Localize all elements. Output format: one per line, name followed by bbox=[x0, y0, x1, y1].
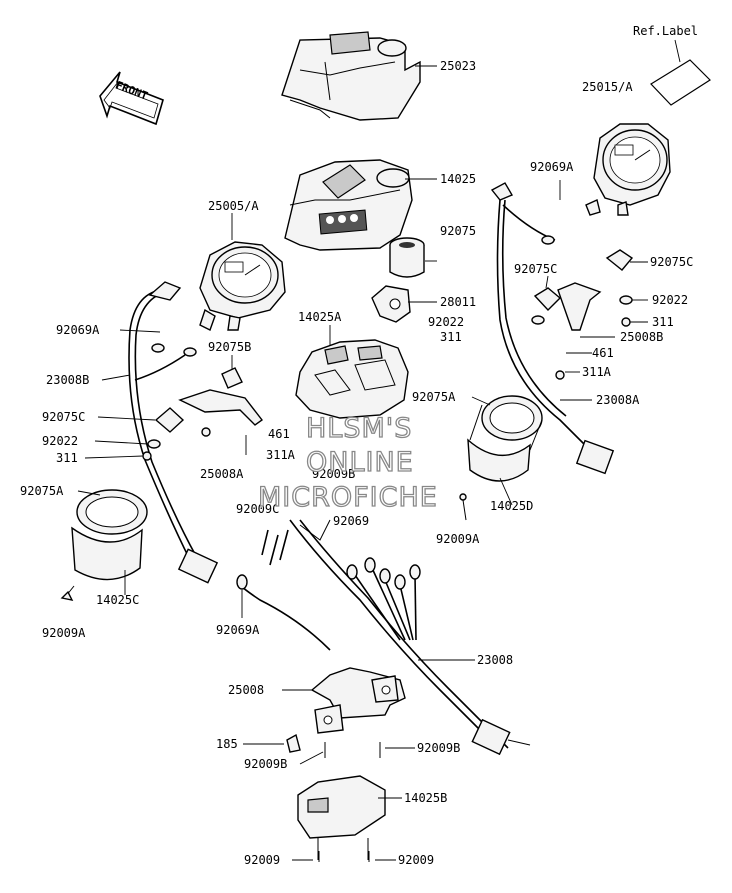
label-14025: 14025 bbox=[440, 172, 476, 186]
label-311a-left: 311A bbox=[266, 448, 296, 462]
meter-25005a bbox=[199, 241, 286, 331]
label-92009b-top: 92009B bbox=[312, 467, 355, 481]
screws bbox=[60, 493, 467, 862]
bracket-25008a bbox=[142, 367, 263, 461]
label-311a-right: 311A bbox=[582, 365, 612, 379]
cover-14025b bbox=[297, 775, 386, 860]
label-92022-mid: 92022 bbox=[428, 315, 464, 329]
watermark-line-2: ONLINE bbox=[306, 447, 414, 478]
label-311-left: 311 bbox=[56, 451, 78, 465]
front-arrow: FRONT bbox=[99, 71, 164, 126]
label-185: 185 bbox=[216, 737, 238, 751]
label-23008b: 23008B bbox=[46, 373, 89, 387]
label-92075c-mid: 92075C bbox=[514, 262, 557, 276]
cup-14025c bbox=[71, 489, 148, 581]
label-28011: 28011 bbox=[440, 295, 476, 309]
label-14025a: 14025A bbox=[298, 310, 342, 324]
label-92022-right: 92022 bbox=[652, 293, 688, 307]
bracket-25008 bbox=[286, 667, 406, 758]
label-25023: 25023 bbox=[440, 59, 476, 73]
meter-cover-upper bbox=[281, 31, 421, 121]
label-92069a-left: 92069A bbox=[56, 323, 100, 337]
label-92009-right: 92009 bbox=[398, 853, 434, 867]
meter-housing bbox=[284, 159, 413, 251]
label-92069a-bottom: 92069A bbox=[216, 623, 260, 637]
label-92075: 92075 bbox=[440, 224, 476, 238]
label-23008: 23008 bbox=[477, 653, 513, 667]
label-92009c: 92009C bbox=[236, 502, 279, 516]
label-92009a-left: 92009A bbox=[42, 626, 86, 640]
label-25008: 25008 bbox=[228, 683, 264, 697]
label-461-left: 461 bbox=[268, 427, 290, 441]
label-461-right: 461 bbox=[592, 346, 614, 360]
meter-25015a bbox=[585, 123, 671, 216]
watermark-line-1: HLSM'S bbox=[306, 413, 412, 444]
ref-label-part: Ref.Label bbox=[633, 24, 711, 106]
harness-23008 bbox=[236, 519, 531, 756]
label-92009a-right: 92009A bbox=[436, 532, 480, 546]
label-92075c-left: 92075C bbox=[42, 410, 85, 424]
ref-label-title: Ref.Label bbox=[633, 24, 698, 38]
label-14025d: 14025D bbox=[490, 499, 533, 513]
socket-28011 bbox=[371, 285, 411, 323]
leader-lines bbox=[77, 65, 648, 861]
label-92009b-right: 92009B bbox=[417, 741, 460, 755]
label-92075b: 92075B bbox=[208, 340, 251, 354]
label-311-right: 311 bbox=[652, 315, 674, 329]
label-92075a-left: 92075A bbox=[20, 484, 64, 498]
harness-23008a bbox=[490, 182, 615, 475]
label-92009-left: 92009 bbox=[244, 853, 280, 867]
grommet-92075 bbox=[389, 237, 425, 278]
label-25008b: 25008B bbox=[620, 330, 663, 344]
label-23008a: 23008A bbox=[596, 393, 640, 407]
label-92009b-left: 92009B bbox=[244, 757, 287, 771]
cup-14025d bbox=[467, 395, 543, 482]
harness-23008b bbox=[128, 281, 219, 584]
meter-bracket-14025a bbox=[295, 339, 409, 419]
label-92075c-right: 92075C bbox=[650, 255, 693, 269]
label-92069a-top: 92069A bbox=[530, 160, 574, 174]
label-92022-left: 92022 bbox=[42, 434, 78, 448]
label-25008a: 25008A bbox=[200, 467, 244, 481]
watermark: HLSM'S ONLINE MICROFICHE bbox=[257, 412, 438, 513]
bracket-25008b bbox=[531, 249, 634, 380]
label-25015a: 25015/A bbox=[582, 80, 633, 94]
label-14025b: 14025B bbox=[404, 791, 447, 805]
label-14025c: 14025C bbox=[96, 593, 139, 607]
label-25005a: 25005/A bbox=[208, 199, 259, 213]
part-labels: 25023 25015/A 14025 92069A 25005/A 92075… bbox=[20, 59, 693, 867]
watermark-line-3: MICROFICHE bbox=[258, 482, 438, 513]
label-92075a-mid: 92075A bbox=[412, 390, 456, 404]
label-92069: 92069 bbox=[333, 514, 369, 528]
label-311-mid: 311 bbox=[440, 330, 462, 344]
